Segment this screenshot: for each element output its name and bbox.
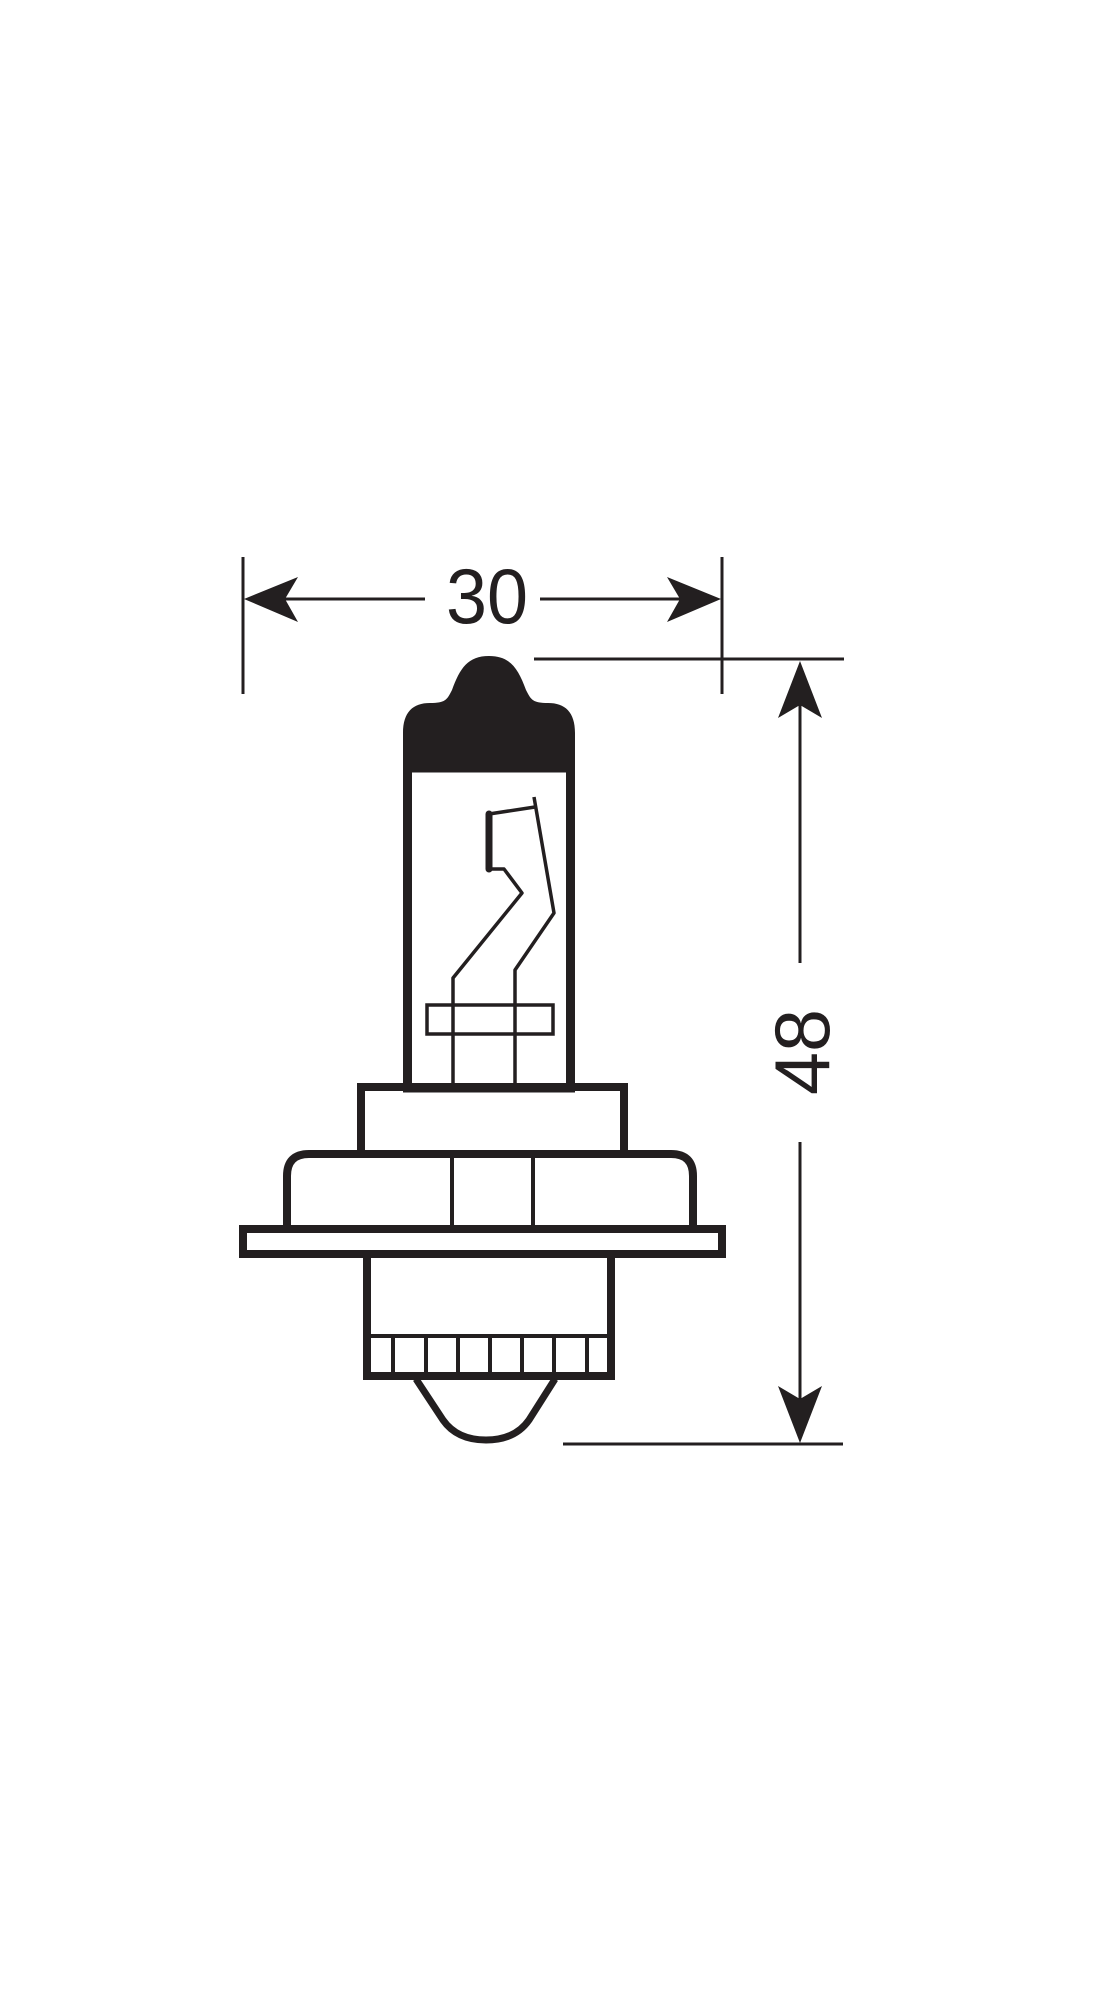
arrow-left-icon bbox=[244, 577, 298, 622]
filament bbox=[425, 796, 556, 1086]
height-dimension: 48 bbox=[534, 657, 846, 1446]
width-label: 30 bbox=[446, 552, 528, 640]
filament-top-wire bbox=[488, 805, 536, 816]
filament-support-bar bbox=[425, 1003, 555, 1036]
filament-left-lead bbox=[451, 867, 524, 1086]
bulb bbox=[239, 656, 726, 1444]
flange bbox=[283, 1150, 697, 1229]
bulb-cap bbox=[403, 656, 575, 772]
height-label: 48 bbox=[758, 1009, 846, 1095]
arrow-right-icon bbox=[667, 577, 721, 622]
width-dimension: 30 bbox=[241, 552, 724, 694]
serrated-band bbox=[367, 1334, 611, 1376]
filament-right-lead bbox=[513, 796, 556, 1086]
contact-nub bbox=[413, 1377, 558, 1444]
arrow-down-icon bbox=[778, 1386, 822, 1443]
arrow-up-icon bbox=[778, 661, 822, 718]
upper-collar bbox=[357, 1083, 628, 1158]
